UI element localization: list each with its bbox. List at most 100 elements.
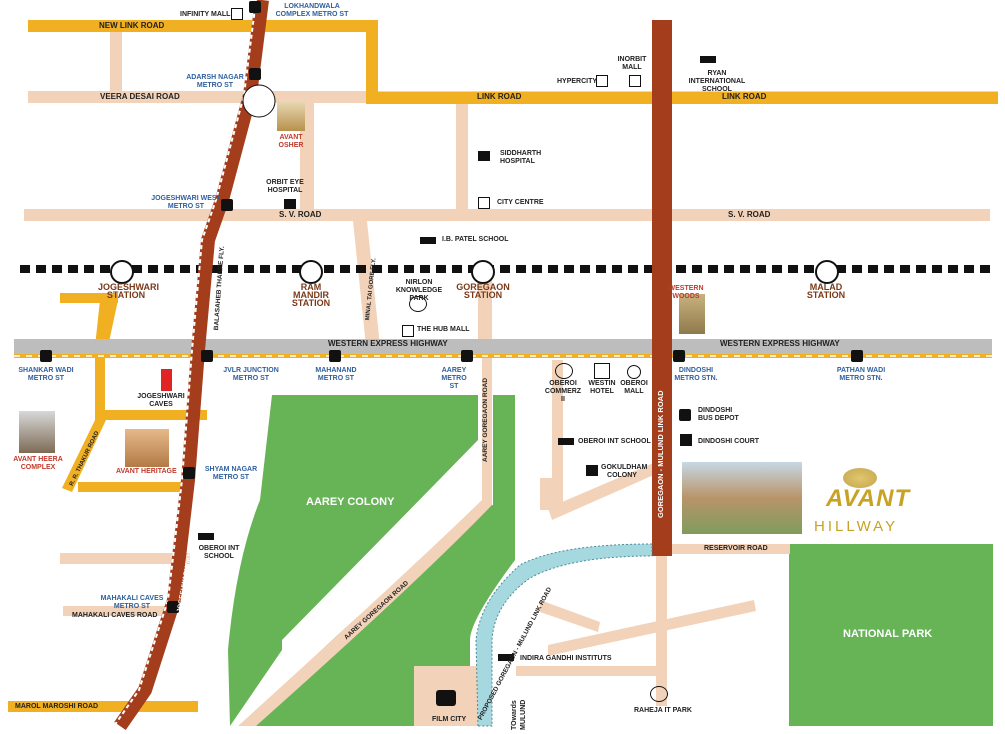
film-camera-icon [436, 690, 456, 706]
place-label: OBEROI INT SCHOOL [578, 438, 651, 445]
school-icon [198, 533, 214, 540]
proposed-link-road-shape [475, 543, 653, 727]
road-label: VEERA DESAI ROAD [100, 92, 180, 101]
metro-label: AAREY METRO ST [441, 367, 467, 390]
place-label: THE HUB MALL [417, 326, 470, 333]
metro-icon [329, 350, 341, 362]
place-label: HYPERCITY [557, 78, 598, 85]
western-woods-building [679, 294, 705, 334]
place-label: OBEROI MALL [620, 380, 648, 395]
train-station-icon [299, 260, 323, 284]
road-label: MAHAKALI CAVES ROAD [72, 612, 158, 619]
shopping-cart-icon [629, 75, 641, 87]
metro-label: JOGESHWARI WEST METRO ST [151, 195, 221, 210]
station-label: RAM MANDIR STATION [291, 282, 331, 308]
shopping-cart-icon [231, 8, 243, 20]
road-label: TOwards MULUND [511, 699, 527, 730]
place-label: SIDDHARTH HOSPITAL [500, 150, 542, 165]
brand-tagline: HILLWAY [814, 518, 899, 535]
road-label: AAREY GOREGAON ROAD [482, 377, 489, 462]
metro-icon [249, 68, 261, 80]
place-label: RYAN INTERNATIONAL SCHOOL [688, 70, 746, 93]
train-station-icon [815, 260, 839, 284]
avant-heera-building [19, 411, 55, 453]
western-express-highway [14, 339, 992, 355]
bus-icon [679, 409, 691, 421]
metro-label: MAHANAND METRO ST [315, 367, 357, 382]
hospital-icon [284, 199, 296, 209]
brand-name: AVANT [826, 485, 911, 512]
avant-osher-building [277, 101, 305, 131]
school-icon [558, 438, 574, 445]
minal-tai-road [353, 221, 380, 346]
hospital-icon [478, 151, 490, 161]
national-park-area [789, 544, 993, 726]
road-label: WESTERN EXPRESS HIGHWAY [720, 339, 840, 348]
road-label: MAROL MAROSHI ROAD [15, 703, 99, 710]
shopping-cart-icon [627, 365, 641, 379]
office-icon [650, 686, 668, 702]
station-label: JOGESHWARI STATION [98, 282, 160, 300]
metro-icon [673, 350, 685, 362]
project-label: AVANT HEERA COMPLEX [13, 456, 63, 471]
goregaon-mulund-road-shape [652, 20, 672, 556]
place-label: GOKULDHAM COLONY [601, 464, 648, 479]
road-label: GOREGAON - MULUND LINK ROAD [656, 390, 665, 519]
project-label: AVANT OSHER [278, 134, 304, 149]
hotel-icon [594, 363, 610, 379]
school-icon [420, 237, 436, 244]
metro-label: LOKHANDWALA COMPLEX METRO ST [275, 3, 349, 18]
road-label: S. V. ROAD [728, 210, 771, 219]
shopping-cart-icon [478, 197, 490, 209]
metro-icon [183, 467, 195, 479]
park-label: NATIONAL PARK [843, 628, 933, 640]
metro-icon [167, 601, 179, 613]
caves-marker [161, 369, 172, 391]
metro-label: PATHAN WADI METRO STN. [836, 367, 886, 382]
train-station-icon [471, 260, 495, 284]
place-label: ORBIT EYE HOSPITAL [266, 179, 304, 194]
place-label: OBEROI COMMERZ II [544, 380, 582, 403]
place-label: NIRLON KNOWLEDGE PARK [395, 279, 443, 302]
road-label: S. V. ROAD [279, 210, 322, 219]
station-label: GOREGAON STATION [456, 282, 510, 300]
metro-label: DINDOSHI METRO STN. [674, 367, 718, 382]
metro-label: SHYAM NAGAR METRO ST [204, 466, 258, 481]
place-label: WESTIN HOTEL [588, 380, 616, 395]
place-label: OBEROI INT SCHOOL [198, 545, 240, 560]
metro-icon [40, 350, 52, 362]
road-label: LINK ROAD [722, 92, 767, 101]
rr-thakur-road-shape [62, 420, 106, 492]
place-label: CITY CENTRE [497, 199, 544, 206]
aarey-colony-area [228, 395, 478, 726]
road-label: WESTERN EXPRESS HIGHWAY [328, 339, 448, 348]
avant-heritage-building [125, 429, 169, 467]
place-label: INDIRA GANDHI INSTITUTS [520, 655, 612, 662]
road-label: RESERVOIR ROAD [704, 545, 768, 552]
train-station-icon [110, 260, 134, 284]
avant-hillway-building [682, 462, 802, 534]
place-label: INFINITY MALL [180, 11, 231, 18]
shopping-cart-icon [596, 75, 608, 87]
metro-label: ADARSH NAGAR METRO ST [186, 74, 244, 89]
metro-icon [201, 350, 213, 362]
court-icon [680, 434, 692, 446]
office-icon [409, 296, 427, 312]
metro-icon [221, 199, 233, 211]
project-label: AVANT HERITAGE [116, 468, 177, 475]
place-label: I.B. PATEL SCHOOL [442, 236, 509, 243]
metro-label: JVLR JUNCTION METRO ST [223, 367, 279, 382]
project-label: WESTERN WOODS [668, 285, 704, 300]
park-label: AAREY COLONY [306, 496, 395, 508]
metro-label: SHANKAR WADI METRO ST [18, 367, 74, 382]
place-label: RAHEJA IT PARK [634, 707, 692, 714]
metro-line-1 [114, 0, 269, 730]
home-icon [586, 465, 598, 476]
brand-tree-icon [843, 468, 877, 488]
office-icon [555, 363, 573, 379]
metro-icon [461, 350, 473, 362]
place-label: DINDOSHI COURT [698, 438, 760, 445]
school-icon [498, 654, 514, 661]
